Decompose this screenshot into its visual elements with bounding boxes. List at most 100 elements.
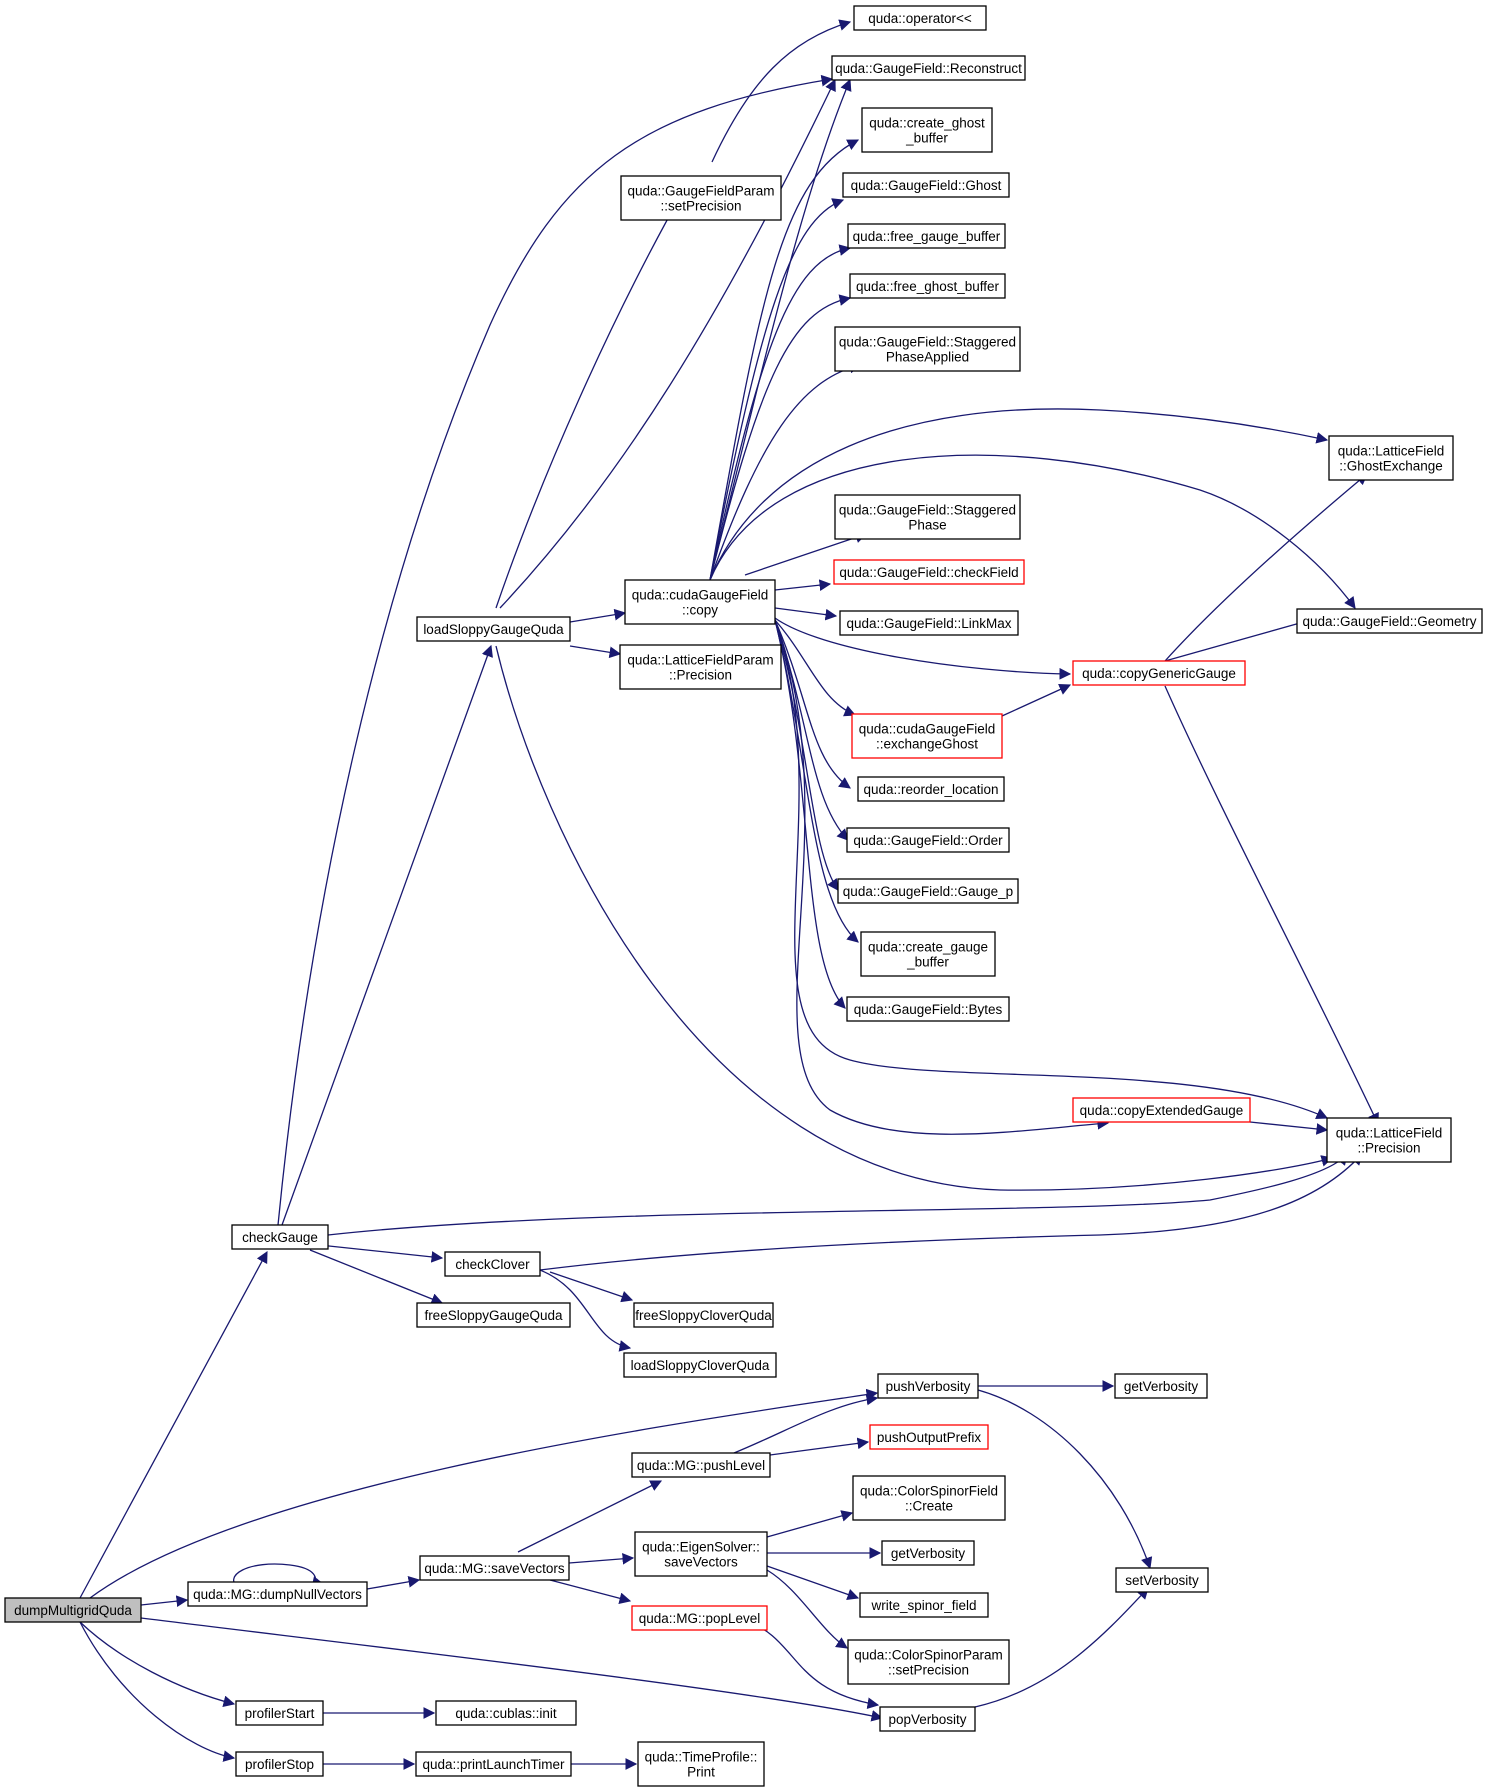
edge [766,1569,848,1649]
node-label: ::copy [682,603,718,618]
node-label: quda::MG::dumpNullVectors [193,1587,362,1602]
function-node[interactable]: popVerbosity [879,1706,976,1732]
function-node[interactable]: quda::GaugeField::Geometry [1296,608,1483,634]
function-node[interactable]: quda::GaugeField::checkField [833,559,1025,585]
node-box [846,827,1010,853]
edge [774,619,1110,1135]
function-node[interactable]: profilerStop [235,1751,324,1777]
node-box [852,1475,1006,1521]
function-node[interactable]: quda::ColorSpinorParam::setPrecision [847,1639,1010,1685]
function-node[interactable]: quda::free_ghost_buffer [849,273,1006,299]
node-label: saveVectors [664,1555,738,1570]
node-label: quda::LatticeField [1338,444,1445,459]
node-box [231,1224,329,1250]
node-label: freeSloppyGaugeQuda [424,1308,563,1323]
function-node[interactable]: loadSloppyCloverQuda [623,1352,777,1378]
node-box [444,1251,541,1277]
function-node[interactable]: quda::GaugeField::Reconstruct [831,55,1026,81]
node-label: checkClover [455,1257,530,1272]
function-node[interactable]: dumpMultigridQuda [4,1597,142,1623]
function-node[interactable]: quda::EigenSolver::saveVectors [634,1531,768,1577]
function-node[interactable]: quda::TimeProfile::Print [637,1741,765,1787]
function-node[interactable]: write_spinor_field [859,1592,989,1618]
node-box [631,1452,771,1478]
function-node[interactable]: quda::LatticeFieldParam::Precision [619,644,782,690]
edge [569,608,627,623]
node-label: quda::cudaGaugeField [632,588,769,603]
function-node[interactable]: quda::GaugeField::LinkMax [839,610,1019,636]
node-label: quda::GaugeField::Geometry [1302,614,1476,629]
function-node[interactable]: quda::GaugeField::Ghost [842,172,1010,198]
node-label: quda::GaugeField::Ghost [851,178,1002,193]
edge [549,1271,634,1303]
function-node[interactable]: checkClover [444,1251,541,1277]
edge [539,1269,632,1352]
function-node[interactable]: quda::copyGenericGauge [1072,660,1246,686]
function-node[interactable]: freeSloppyGaugeQuda [416,1302,571,1328]
function-node[interactable]: loadSloppyGaugeQuda [416,616,571,642]
function-node[interactable]: checkGauge [231,1224,329,1250]
edge [733,1393,879,1454]
function-node[interactable]: quda::create_ghost_buffer [861,107,993,153]
function-node[interactable]: quda::reorder_location [857,776,1005,802]
edge [495,184,687,609]
function-node[interactable]: quda::MG::dumpNullVectors [187,1581,368,1607]
function-node[interactable]: pushOutputPrefix [869,1424,989,1450]
function-node[interactable]: freeSloppyCloverQuda [633,1302,774,1328]
function-node[interactable]: quda::MG::saveVectors [419,1555,570,1581]
edge [974,1587,1149,1708]
edge [774,619,857,717]
node-label: ::Precision [1357,1141,1420,1156]
edge [1001,684,1072,717]
node-box [1328,435,1454,481]
edge [709,361,862,581]
function-node[interactable]: quda::MG::pushLevel [631,1452,771,1478]
function-node[interactable]: quda::copyExtendedGauge [1072,1097,1251,1123]
node-box [623,1352,777,1378]
edge [774,607,838,621]
function-node[interactable]: quda::printLaunchTimer [415,1751,572,1777]
function-node[interactable]: getVerbosity [1114,1373,1208,1399]
function-node[interactable]: setVerbosity [1115,1567,1209,1593]
node-label: PhaseApplied [886,350,969,365]
node-label: quda::create_ghost [869,116,985,131]
function-node[interactable]: pushVerbosity [877,1373,979,1399]
node-box [833,559,1025,585]
function-node[interactable]: quda::free_gauge_buffer [847,223,1006,249]
function-node[interactable]: quda::cudaGaugeField::exchangeGhost [851,713,1003,759]
function-node[interactable]: quda::cublas::init [435,1700,577,1726]
node-label: quda::free_gauge_buffer [853,229,1001,244]
function-node[interactable]: quda::LatticeField::GhostExchange [1328,435,1454,481]
function-node[interactable]: quda::cudaGaugeField::copy [624,579,776,625]
function-node[interactable]: getVerbosity [881,1540,975,1566]
node-label: quda::GaugeFieldParam [627,184,774,199]
edge [766,1565,860,1601]
node-label: getVerbosity [891,1546,966,1561]
function-node[interactable]: profilerStart [235,1700,324,1726]
edge [774,617,1072,680]
node-box [1114,1373,1208,1399]
function-node[interactable]: quda::LatticeField::Precision [1326,1117,1452,1163]
node-label: quda::cublas::init [455,1706,557,1721]
edge [89,1388,879,1599]
node-label: Print [687,1765,715,1780]
function-node[interactable]: quda::ColorSpinorField::Create [852,1475,1006,1521]
function-node[interactable]: quda::operator<< [853,5,987,31]
function-node[interactable]: quda::GaugeField::Gauge_p [837,878,1019,904]
node-box [842,172,1010,198]
function-node[interactable]: quda::GaugeFieldParam::setPrecision [620,175,782,221]
node-label: profilerStop [245,1757,314,1772]
function-node[interactable]: quda::MG::popLevel [631,1605,768,1631]
node-label: quda::MG::saveVectors [424,1561,565,1576]
edge [233,1563,324,1591]
function-node[interactable]: quda::create_gauge_buffer [860,931,996,977]
function-node[interactable]: quda::GaugeField::Bytes [846,996,1010,1022]
node-box [633,1302,774,1328]
edge [774,579,832,591]
function-node[interactable]: quda::GaugeField::Order [846,827,1010,853]
node-box [879,1706,976,1732]
edge [495,645,1334,1191]
edge [709,244,852,581]
